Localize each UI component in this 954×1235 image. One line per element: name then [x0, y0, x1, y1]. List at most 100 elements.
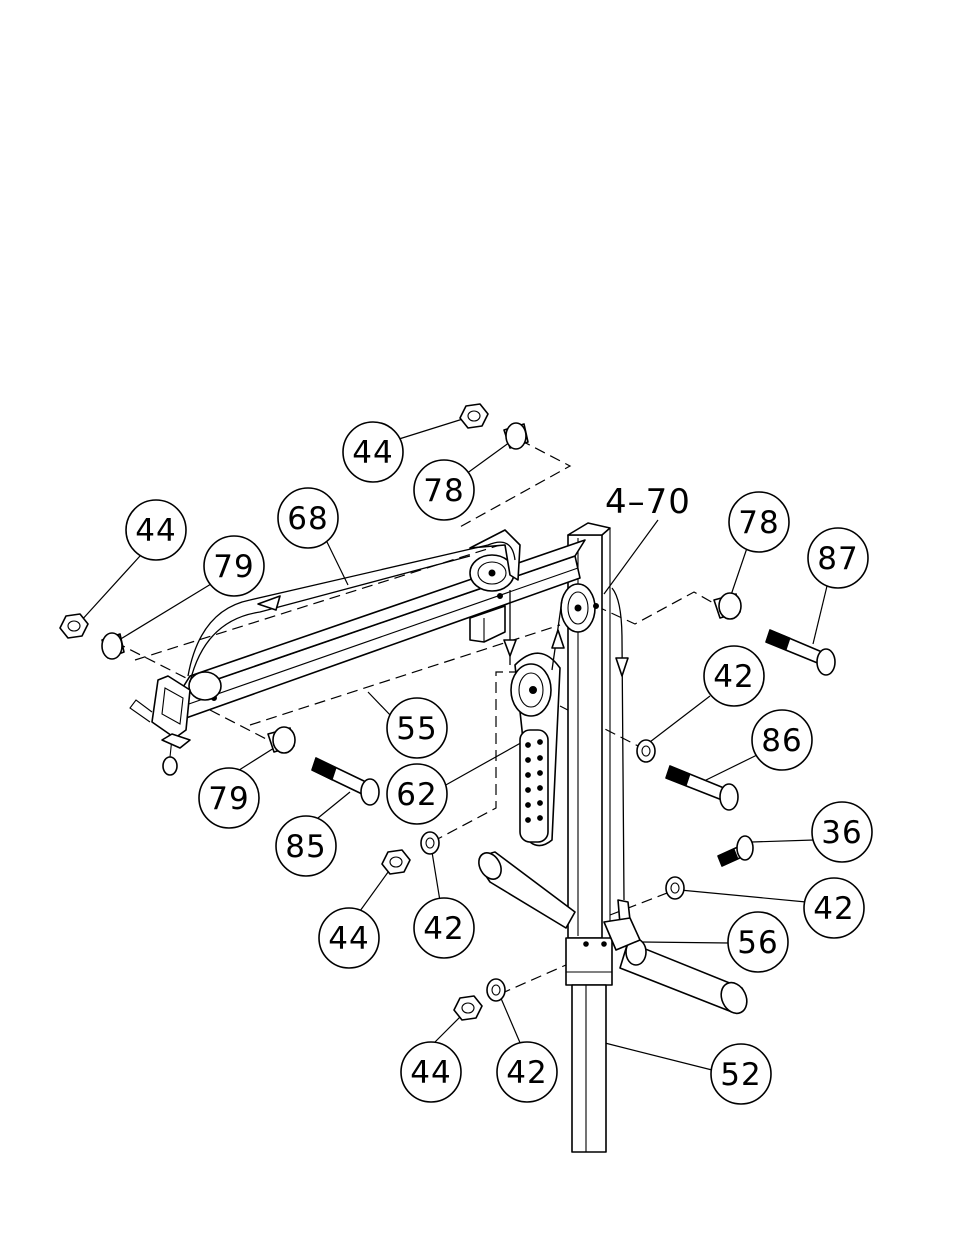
axis-arm-bottom	[249, 624, 561, 726]
callout-ring	[710, 1043, 772, 1105]
roller-bracket	[603, 917, 641, 951]
hardware-nuts	[59, 403, 489, 1021]
left-pulley-wheel	[188, 671, 222, 701]
leader-42-lower	[431, 851, 441, 902]
callout-balloon-86: 86	[751, 709, 813, 771]
leader-44-lower	[359, 867, 392, 912]
leg-roller-bar	[478, 851, 748, 1015]
leader-55	[367, 691, 393, 718]
top-pulley	[469, 529, 521, 592]
leader-86	[701, 754, 758, 783]
right-pulley-hub	[574, 604, 582, 612]
left-end-assembly	[129, 671, 222, 776]
callout-ring	[751, 709, 813, 771]
callout-number: 42	[506, 1055, 547, 1091]
axis-arm-upper	[134, 544, 501, 661]
top-pulley-groove	[477, 561, 507, 585]
callout-balloon-56: 56	[727, 911, 789, 973]
leader-56	[641, 941, 730, 944]
leader-42-bottom	[499, 995, 522, 1046]
callout-ring	[811, 801, 873, 863]
callout-number: 56	[737, 925, 778, 961]
leader-42-right	[679, 889, 807, 903]
callout-balloon-36: 36	[811, 801, 873, 863]
leader-4-70	[603, 519, 659, 595]
callout-ring	[342, 421, 404, 483]
callout-number: 79	[213, 549, 254, 585]
leader-36	[751, 839, 815, 843]
callout-balloon-85: 85	[275, 815, 337, 877]
roller-bracket-hole-1	[583, 941, 589, 947]
arm-hole-2	[497, 593, 503, 599]
cable-arrow-down-1	[503, 639, 517, 657]
leader-87	[812, 585, 828, 645]
axis-bolt-86	[559, 705, 643, 749]
callout-ring	[318, 907, 380, 969]
bolt-85-thread	[311, 757, 337, 781]
leader-42-mid	[645, 695, 711, 746]
callout-ring	[275, 815, 337, 877]
leader-44-bottom	[431, 1013, 464, 1046]
callout-ring	[413, 897, 475, 959]
adjust-holes	[525, 739, 543, 823]
callout-number: 52	[720, 1057, 761, 1093]
callout-balloon-78: 78	[728, 491, 790, 553]
callout-balloon-44: 44	[342, 421, 404, 483]
cable-down-upright	[611, 587, 625, 901]
cable-lower-run	[189, 555, 471, 683]
top-pulley-guard	[469, 529, 521, 581]
swivel-pulley-hub	[529, 686, 537, 694]
callout-ring	[400, 1041, 462, 1103]
left-end-bracket-inner	[161, 687, 184, 725]
part-plain-labels: 4–70	[605, 482, 690, 522]
cable-arrow-up	[551, 629, 565, 649]
callout-ring	[125, 499, 187, 561]
hardware-bushings	[101, 422, 742, 754]
callout-number: 44	[328, 921, 369, 957]
callout-balloon-52: 52	[710, 1043, 772, 1105]
nut-44-top	[459, 403, 489, 429]
callout-balloon-44: 44	[125, 499, 187, 561]
callout-ring	[803, 877, 865, 939]
callout-ring	[807, 527, 869, 589]
callout-number: 44	[135, 513, 176, 549]
callout-number: 86	[761, 723, 802, 759]
callout-number: 42	[813, 891, 854, 927]
arm-bracket	[469, 605, 506, 643]
callout-balloon-44: 44	[400, 1041, 462, 1103]
swivel-pulley-groove	[518, 672, 544, 708]
bolt-36-thread	[717, 848, 739, 867]
upright-right-face	[601, 527, 611, 536]
axis-swivel-pulley	[431, 671, 520, 843]
washer-42-bottom	[486, 978, 506, 1002]
right-pulley-groove	[567, 591, 589, 625]
callout-number: 68	[287, 501, 328, 537]
leader-44-top	[398, 417, 467, 440]
leader-52	[600, 1041, 713, 1071]
leader-79-bottom	[235, 747, 275, 773]
bolt-86-thread	[665, 765, 691, 787]
washer-42-right	[665, 876, 685, 900]
callout-ring	[386, 763, 448, 825]
right-top-pulley	[560, 583, 599, 633]
upright-tube	[565, 522, 613, 1153]
swivel-pulley-bracket	[510, 652, 561, 847]
axis-top-pulley	[457, 439, 572, 529]
leader-79-left	[118, 583, 212, 641]
callout-balloon-42: 42	[803, 877, 865, 939]
left-end-hook	[129, 699, 153, 723]
callout-number: 62	[396, 777, 437, 813]
callout-ring	[728, 491, 790, 553]
left-eye-bolt-ring	[162, 756, 178, 776]
upright-lower-section	[571, 984, 607, 1153]
callout-ring	[386, 697, 448, 759]
cable-arrow-left	[257, 595, 281, 611]
leader-62	[443, 739, 527, 787]
callout-ring	[496, 1041, 558, 1103]
callout-balloon-42: 42	[413, 897, 475, 959]
callout-ring	[727, 911, 789, 973]
callout-balloon-78: 78	[413, 459, 475, 521]
leader-85	[317, 791, 351, 819]
